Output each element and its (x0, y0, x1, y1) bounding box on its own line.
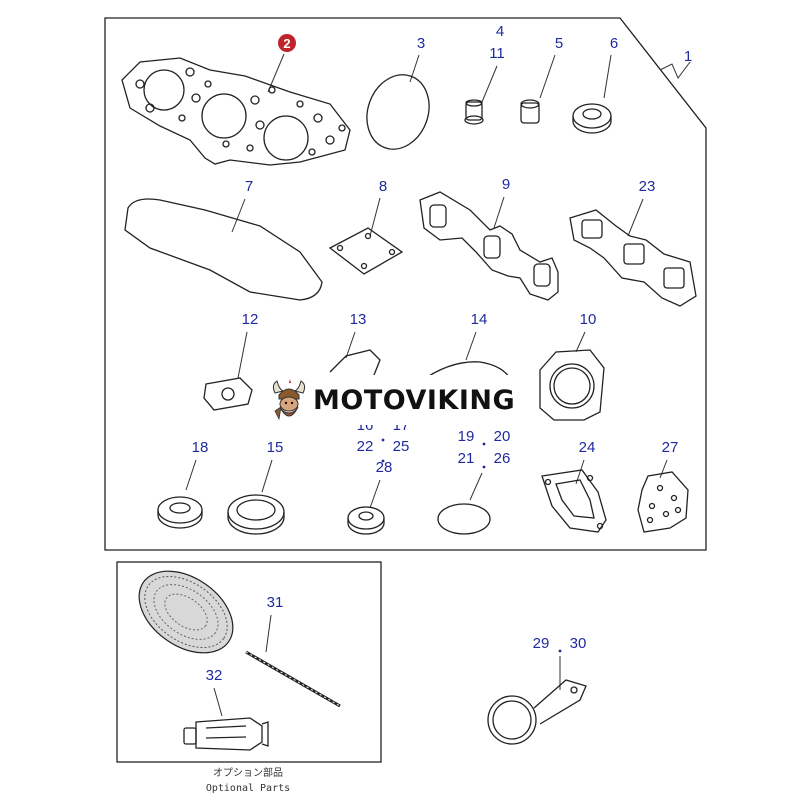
callout-20: 20 (494, 428, 511, 445)
callout-7: 7 (245, 178, 253, 195)
callout-10: 10 (580, 311, 597, 328)
brand-name: MOTOVIKING (313, 384, 516, 416)
callout-3: 3 (417, 35, 425, 52)
callout-25: 25 (393, 438, 410, 455)
callout-2: 2 (283, 36, 290, 51)
cover-gasket-24 (541, 469, 607, 533)
leader-1 (659, 61, 691, 79)
plate-gasket-27 (637, 471, 689, 533)
callout-28: 28 (376, 459, 393, 476)
o-ring (366, 74, 430, 150)
callout-6: 6 (610, 35, 618, 52)
callout-30: 30 (570, 635, 587, 652)
callout-19: 19 (458, 428, 475, 445)
callout-14: 14 (471, 311, 488, 328)
callout-23: 23 (639, 178, 656, 195)
cylinder-head-gasket (121, 57, 351, 166)
optional-parts-label-en: Optional Parts (206, 783, 290, 794)
callout-21: 21 (458, 450, 475, 467)
stop-lever (487, 679, 587, 745)
callout-dots (381, 438, 562, 653)
intake-manifold-gasket (569, 209, 697, 307)
oil-cooler-gasket (539, 349, 605, 421)
optional-parts-label-jp: オプション部品 (213, 766, 283, 779)
flat-gasket-disc (437, 503, 491, 535)
sealant-tube (183, 717, 269, 751)
callout-11: 11 (489, 45, 505, 62)
callout-22: 22 (357, 438, 374, 455)
water-pump-gasket (419, 361, 513, 383)
callout-12: 12 (242, 311, 259, 328)
callout-1: 1 (684, 48, 692, 65)
callout-31: 31 (267, 594, 284, 611)
callout-2-marker (278, 34, 296, 52)
callout-4: 4 (496, 23, 504, 40)
callout-29: 29 (533, 635, 550, 652)
head-cover-gasket (124, 198, 323, 301)
sealing-washer-18 (157, 496, 203, 529)
callout-18: 18 (192, 439, 209, 456)
callout-15: 15 (267, 439, 284, 456)
callout-26: 26 (494, 450, 511, 467)
brand-watermark: MOTOVIKING (263, 375, 535, 425)
seal-washer (572, 103, 612, 134)
optional-parts-frame (116, 561, 382, 763)
viking-head-icon (272, 379, 306, 421)
callout-27: 27 (662, 439, 679, 456)
callout-9: 9 (502, 176, 510, 193)
kit-frame (104, 17, 707, 551)
square-gasket (328, 227, 404, 275)
exhaust-manifold-gasket (419, 191, 559, 301)
thermostat-gasket (329, 349, 381, 381)
cylinder-hone-brush (138, 570, 341, 708)
callout-5: 5 (555, 35, 563, 52)
flange-gasket (203, 377, 253, 411)
callout-32: 32 (206, 667, 223, 684)
callout-13: 13 (350, 311, 367, 328)
callout-24: 24 (579, 439, 596, 456)
sealing-washer-28 (347, 506, 385, 535)
callout-8: 8 (379, 178, 387, 195)
valve-stem-seal (464, 99, 484, 125)
sealing-washer-15 (227, 494, 285, 535)
bushing (520, 99, 540, 124)
